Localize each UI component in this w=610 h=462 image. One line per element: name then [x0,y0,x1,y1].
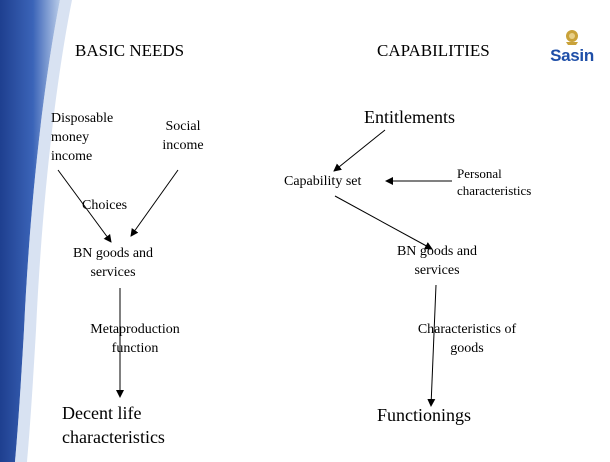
arrow-social-to-bngoods [130,169,179,237]
functionings-label: Functionings [377,405,472,425]
arrow-entitlements-to-capset [333,129,386,172]
social-income-label: Social income [162,119,204,153]
disposable-income-label: Disposable money income [51,111,114,164]
metaproduction-label: Metaproduction function [90,322,180,356]
logo-text: Sasin [550,46,594,65]
logo-emblem-icon [566,30,578,45]
arrow-bngoods-to-functionings [427,284,437,407]
choices-label: Choices [82,198,128,213]
capability-set-label: Capability set [284,174,362,189]
decent-life-label: Decent life characteristics [62,403,165,447]
personal-characteristics-label: Personal characteristics [457,166,532,198]
characteristics-of-goods-label: Characteristics of goods [417,322,517,356]
sasin-logo: Sasin [545,28,599,66]
cap-bn-goods-label: BN goods and services [396,244,478,278]
arrow-disposable-to-bngoods [57,169,112,243]
arrow-capset-to-bngoods [334,195,433,250]
bn-goods-label: BN goods and services [72,246,154,280]
capabilities-heading: CAPABILITIES [377,41,490,60]
entitlements-label: Entitlements [364,107,455,127]
basic-needs-heading: BASIC NEEDS [75,41,185,60]
